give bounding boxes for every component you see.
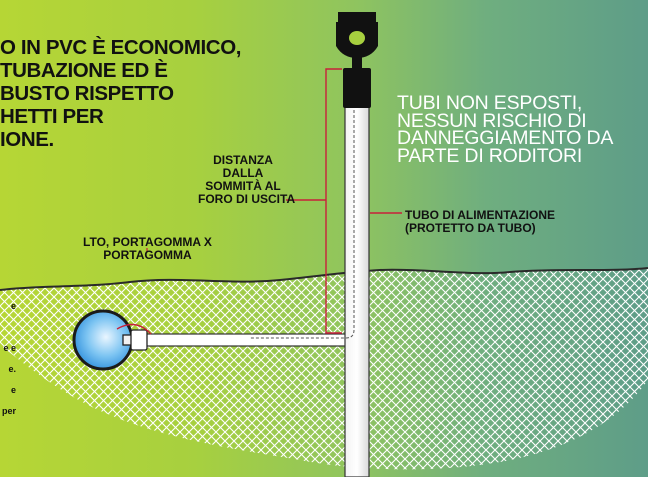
headline-left-line: TUBAZIONE ED È [0,59,168,82]
headline-left: O IN PVC È ECONOMICO, TUBAZIONE ED È BUS… [0,36,300,151]
headline-left-line: HETTI PER [0,105,104,128]
riser-tube [344,103,370,477]
headline-right: TUBI NON ESPOSTI, NESSUN RISCHIO DI DANN… [397,92,647,167]
headline-right-line: DANNEGGIAMENTO DA [397,127,614,149]
headline-right-line: NESSUN RISCHIO DI [397,109,587,132]
distance-label-line: DISTANZA [213,153,273,167]
supply-label-line: TUBO DI ALIMENTAZIONE [405,208,555,222]
side-fragment: e [10,385,16,395]
supply-tube-label: TUBO DI ALIMENTAZIONE (PROTETTO DA TUBO) [405,209,555,235]
side-fragment: per [1,406,16,416]
distance-label-line: FORO DI USCITA [198,192,296,206]
side-fragment: e [10,301,16,311]
fitting-leader-line [116,323,152,335]
distance-label: DISTANZA DALLA SOMMITÀ AL FORO DI USCITA [198,153,296,206]
sprinkler-head-icon [336,12,378,70]
riser-collar [343,68,371,108]
distance-bracket-line [286,68,342,334]
fitting-label: LTO, PORTAGOMMA X PORTAGOMMA [60,236,235,262]
ground-surface-line [0,267,648,291]
fitting-label-line: LTO, PORTAGOMMA X [83,235,212,249]
headline-left-line: O IN PVC È ECONOMICO, [0,36,242,59]
headline-right-line: PARTE DI RODITORI [397,144,583,167]
headline-right-line: TUBI NON ESPOSTI, [397,92,583,114]
headline-left-line: BUSTO RISPETTO [0,82,174,105]
inner-supply-tube [250,110,355,339]
supply-label-line: (PROTETTO DA TUBO) [405,221,536,235]
distance-label-line: DALLA [222,166,264,180]
side-text-fragments: e e e e. e per [0,296,16,422]
side-fragment: e. [8,364,16,374]
side-fragment: e e [3,343,16,353]
soil-mesh [0,268,648,470]
hose-barb-fitting-icon [122,329,148,351]
distance-label-line: SOMMITÀ AL [205,179,281,193]
horizontal-pipe [145,333,361,347]
fitting-label-line: PORTAGOMMA [103,248,192,262]
headline-left-line: IONE. [0,128,54,151]
